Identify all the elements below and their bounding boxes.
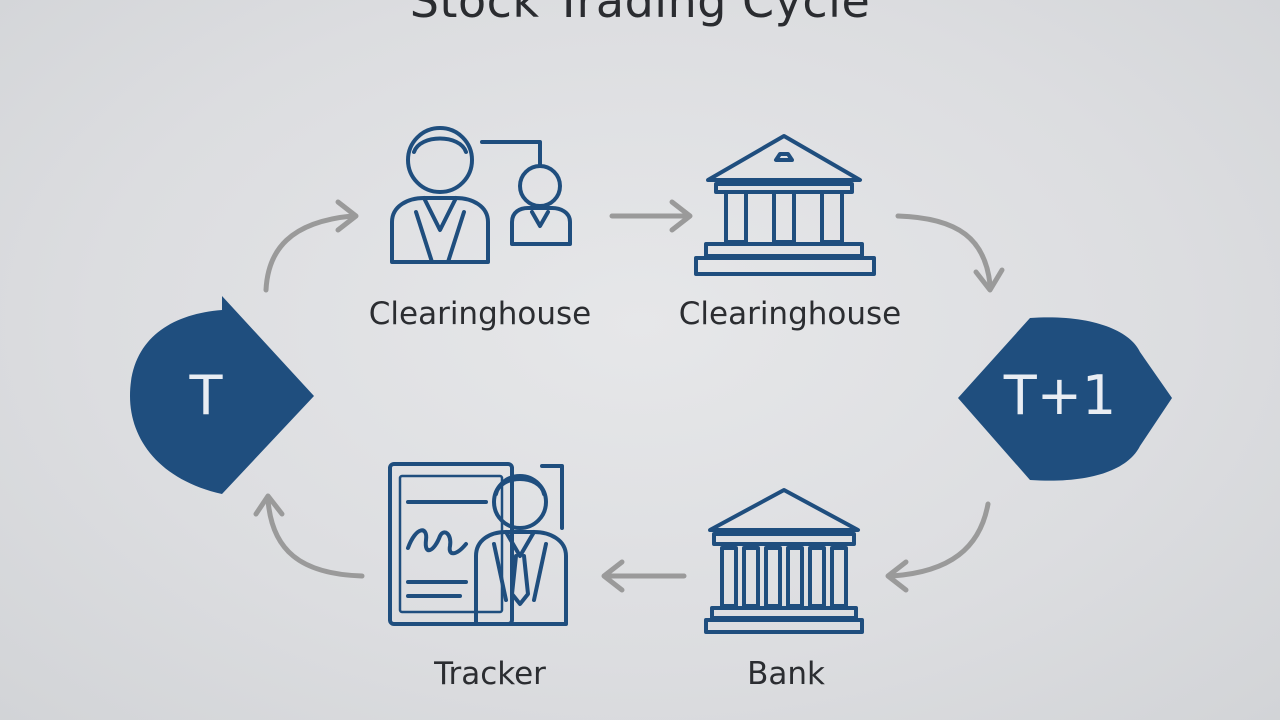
arrow-bank2-to-tracker xyxy=(601,559,687,593)
start-node-label: T xyxy=(189,364,223,427)
end-node-shape xyxy=(958,317,1172,481)
step-label-bank: Bank xyxy=(747,656,825,692)
arrow-end-to-bank2 xyxy=(885,501,991,593)
signed-document-person-icon xyxy=(388,462,568,626)
arrow-start-to-people xyxy=(263,199,359,293)
arrow-bank-to-end xyxy=(895,213,1005,293)
step-label-clearinghouse-2: Clearinghouse xyxy=(678,296,902,332)
start-node-shape xyxy=(130,296,314,494)
bank-building-icon xyxy=(694,134,876,276)
diagram-title: Stock Trading Cycle xyxy=(409,0,871,28)
end-node-label: T+1 xyxy=(1003,364,1117,427)
step-label-tracker: Tracker xyxy=(434,656,546,692)
flow-arrows xyxy=(253,199,1005,593)
people-icon xyxy=(390,126,572,264)
step-label-clearinghouse-1: Clearinghouse xyxy=(368,296,592,332)
arrow-people-to-bank xyxy=(609,199,693,233)
arrow-tracker-to-start xyxy=(253,493,365,579)
bank-building-icon xyxy=(704,488,864,634)
